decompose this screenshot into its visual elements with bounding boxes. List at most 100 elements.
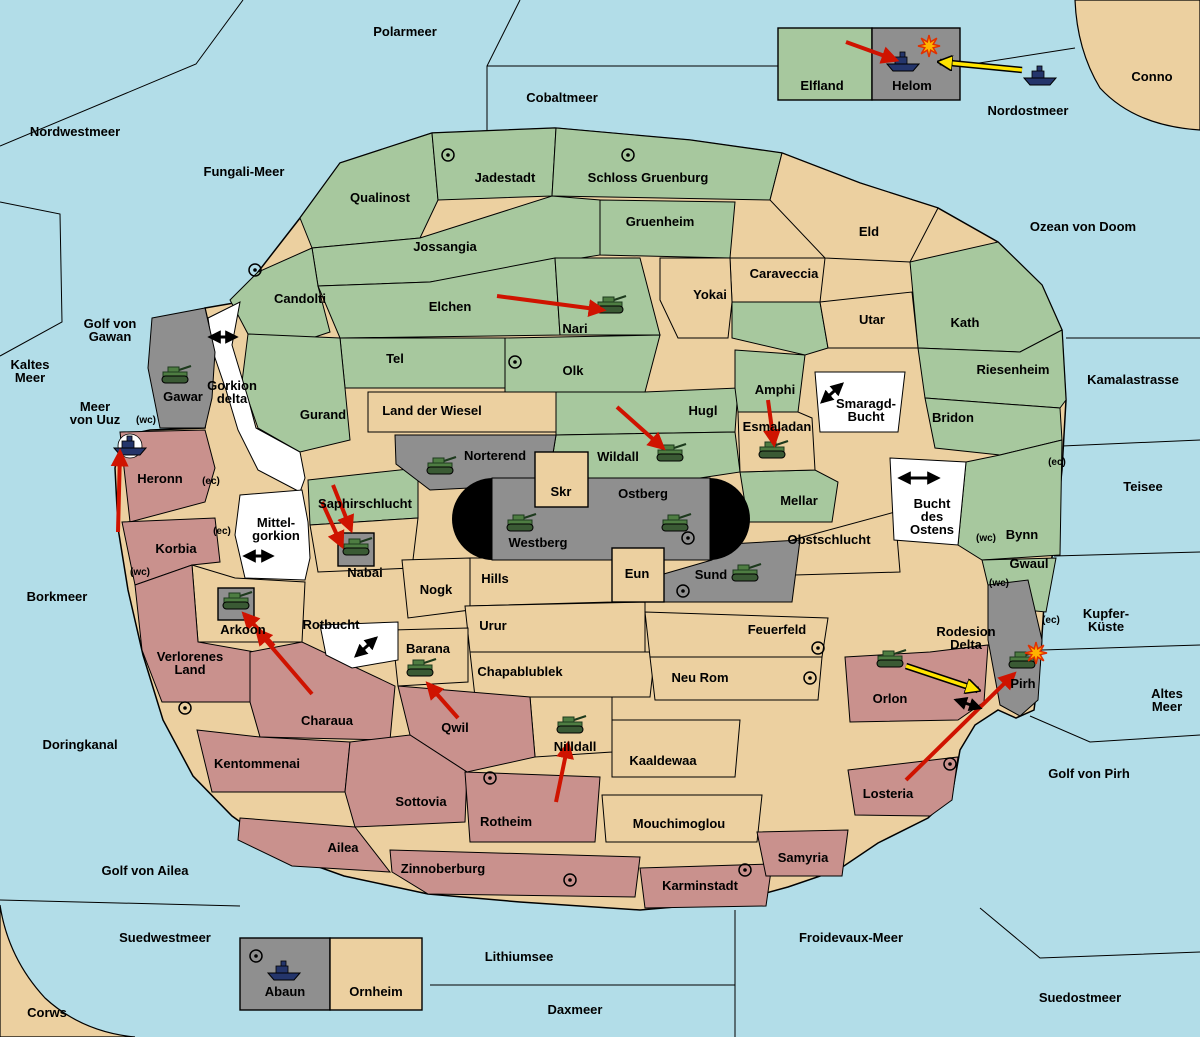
label-conno: Conno [1131,69,1172,84]
supply-center-marker [178,701,192,715]
territory-karminstadt[interactable] [639,863,773,909]
label-tel: Tel [386,351,404,366]
label-fungali-meer: Fungali-Meer [204,164,285,179]
army-tank-icon-westberg[interactable] [506,512,537,532]
sea-border-line [0,0,244,147]
label-nordostmeer: Nordostmeer [988,103,1069,118]
label-zinnoberburg: Zinnoberburg [401,861,486,876]
territory-losteria[interactable] [847,756,959,817]
sea-border-line [0,201,63,357]
label-ec-heronn: (ec) [202,476,220,487]
territory-mouchimoglou[interactable] [601,794,763,843]
territory-ailea[interactable] [237,817,392,873]
territory-chapablublek[interactable] [469,651,656,698]
label-land-der-wiesel: Land der Wiesel [382,403,482,418]
supply-center-marker [621,148,635,162]
attack-arrow-red [331,484,355,534]
territory-land-der-wiesel[interactable] [367,391,557,433]
label-elfland: Elfland [800,78,843,93]
territory-korbia[interactable] [121,517,221,586]
territory-zinnoberburg[interactable] [389,849,641,898]
label-wc-bynn: (wc) [976,533,996,544]
territory-rotheim[interactable] [464,771,601,843]
label-kupfer-kueste: Kupfer-Küste [1083,606,1129,634]
sea-border-line [1041,644,1200,651]
fleet-ship-icon-helom[interactable] [885,51,921,72]
army-tank-icon-ostberg[interactable] [661,512,692,532]
label-hills: Hills [481,571,508,586]
territory-conno[interactable] [1074,0,1200,131]
label-bridon: Bridon [932,410,974,425]
army-tank-icon-norterend[interactable] [426,455,457,475]
waterway-gorkion-channel[interactable] [207,301,306,493]
label-eld: Eld [859,224,879,239]
territory-jadestadt[interactable] [431,127,557,201]
label-elchen: Elchen [429,299,472,314]
label-candolti: Candolti [274,291,326,306]
label-nogk: Nogk [420,582,453,597]
attack-arrow-red [763,399,781,448]
army-tank-icon-barana[interactable] [406,657,437,677]
sea-border-line [979,907,1200,959]
label-kamalastrasse: Kamalastrasse [1087,372,1179,387]
supply-center-marker [248,263,262,277]
army-tank-icon-nilldall[interactable] [556,714,587,734]
army-tank-icon-wildall[interactable] [656,442,687,462]
territory-eun[interactable] [611,547,665,603]
territory-eld[interactable] [769,152,939,263]
label-qwil: Qwil [441,720,468,735]
territory-kaaldewaa[interactable] [611,719,741,778]
territory-sottovia[interactable] [344,734,468,828]
label-samyria: Samyria [778,850,829,865]
army-tank-icon-pirh[interactable] [1008,649,1039,669]
territory-neu-rom[interactable] [649,656,823,701]
label-mellar: Mellar [780,493,818,508]
territory-elfland[interactable] [777,27,873,101]
label-wildall: Wildall [597,449,639,464]
label-nordwestmeer: Nordwestmeer [30,124,120,139]
territory-ornheim[interactable] [329,937,423,1011]
territory-utar[interactable] [819,291,919,349]
label-mittel-gorkion: Mittel-gorkion [252,515,300,543]
attack-arrow-yellow [940,62,1023,72]
territory-gruenheim[interactable] [599,199,736,259]
territory-barana[interactable] [391,627,469,687]
label-nari: Nari [562,321,587,336]
army-tank-icon-gawar[interactable] [161,364,192,384]
label-norterend: Norterend [464,448,526,463]
label-suedwestmeer: Suedwestmeer [119,930,211,945]
territory-corws[interactable] [0,904,136,1037]
label-ozean-von-doom: Ozean von Doom [1030,219,1136,234]
army-tank-icon-nabai[interactable] [342,536,373,556]
label-abaun: Abaun [265,984,306,999]
supply-center-marker [508,355,522,369]
territory-skr[interactable] [534,451,589,508]
territory-tel[interactable] [339,337,506,389]
army-tank-icon-orlon[interactable] [876,648,907,668]
attack-arrow-red [554,740,574,803]
territory-heronn[interactable] [119,429,216,523]
fleet-ship-icon-nordostmeer[interactable] [1022,65,1058,86]
label-korbia: Korbia [155,541,197,556]
fleet-ship-icon-abaun[interactable] [266,960,302,981]
label-saphirschlucht: Saphirschlucht [318,496,413,511]
territory-qwil[interactable] [397,685,536,773]
attack-arrow-red [496,294,607,318]
label-cobaltmeer: Cobaltmeer [526,90,598,105]
label-froidevaux-meer: Froidevaux-Meer [799,930,903,945]
label-smaragd-bucht: Smaragd-Bucht [836,396,896,424]
army-tank-icon-sund[interactable] [731,562,762,582]
label-caraveccia: Caraveccia [750,266,819,281]
territory-gawar[interactable] [147,307,216,429]
label-yokai: Yokai [693,287,727,302]
label-ec-korbia: (ec) [213,526,231,537]
label-qualinost: Qualinost [350,190,411,205]
territory-yokai[interactable] [659,257,733,339]
territory-samyria[interactable] [756,829,849,877]
label-obstschlucht: Obstschlucht [787,532,871,547]
army-tank-icon-arkoon[interactable] [222,590,253,610]
